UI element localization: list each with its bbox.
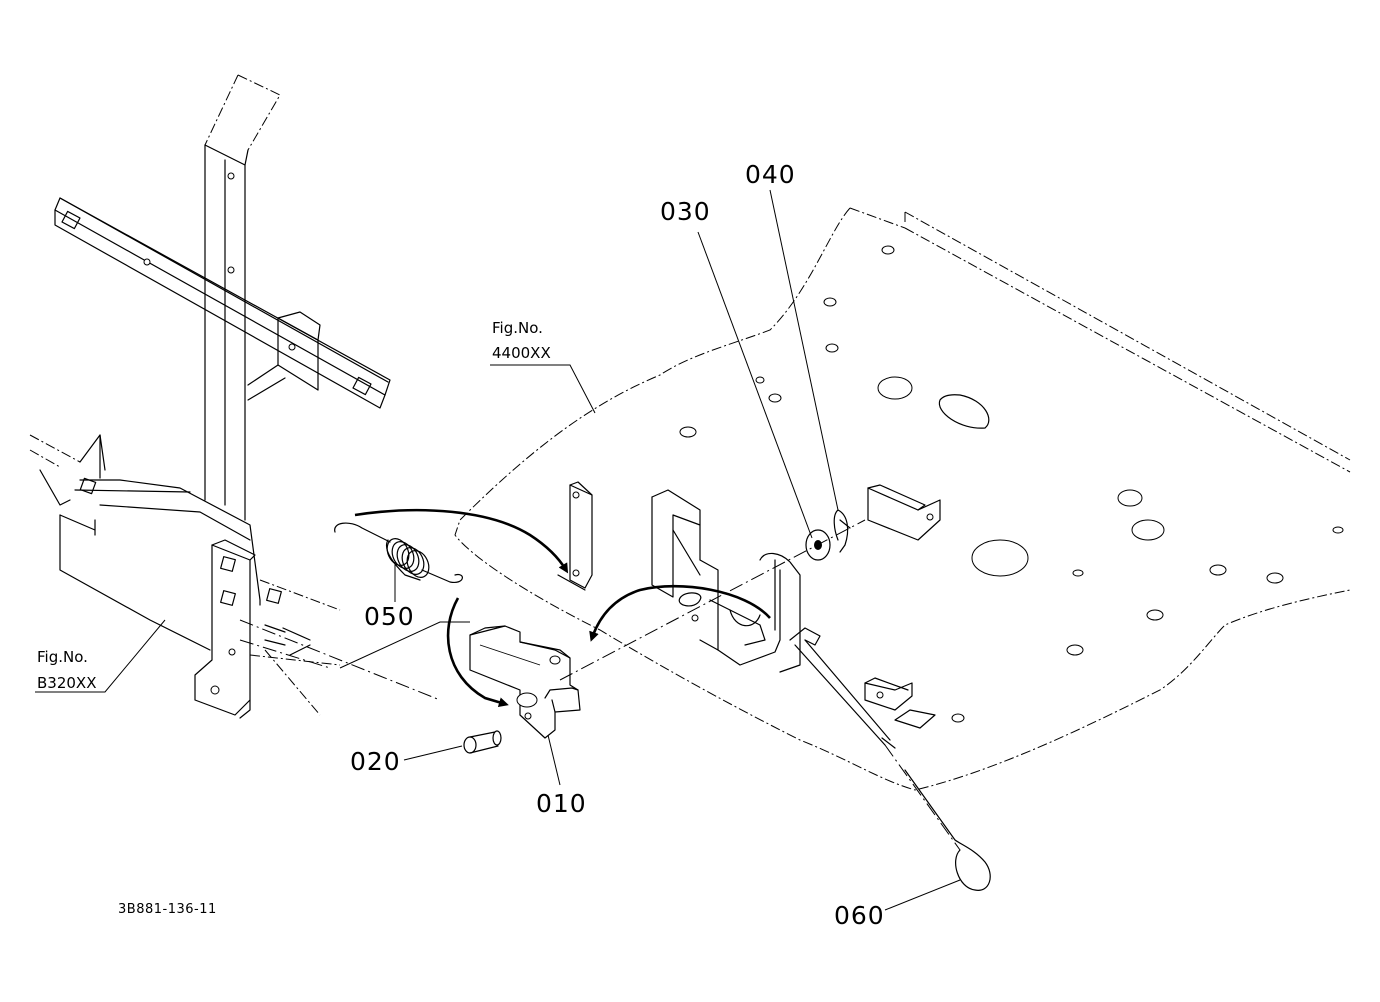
callout-leaders: [339, 189, 961, 911]
figure-ref-left: Fig.No. B320XX: [35, 619, 166, 693]
part-010-lever: [469, 625, 581, 739]
left-frame-assembly: [29, 74, 441, 719]
part-040-pin: [833, 509, 851, 553]
callout-020: 020: [350, 747, 401, 776]
callout-060: 060: [834, 901, 885, 930]
part-030-washer: [805, 529, 831, 561]
assembly-arrows: [354, 508, 771, 708]
callout-030: 030: [660, 197, 711, 226]
diagram-code: 3B881-136-11: [118, 902, 217, 917]
figure-ref-center: Fig.No. 4400XX: [490, 319, 596, 414]
figure-ref-center-label: Fig.No.: [492, 319, 543, 337]
figure-ref-left-number: B320XX: [37, 674, 96, 692]
figure-ref-center-number: 4400XX: [492, 344, 551, 362]
callout-050: 050: [364, 602, 415, 631]
part-050-spring: [334, 522, 463, 584]
part-020-pin: [463, 730, 502, 754]
part-060-rod: [789, 627, 991, 891]
floor-plate: [454, 207, 1351, 791]
callout-labels: 010 020 030 040 050 060: [350, 160, 885, 930]
callout-010: 010: [536, 789, 587, 818]
lock-bracket: [559, 489, 866, 681]
figure-ref-left-label: Fig.No.: [37, 648, 88, 666]
callout-040: 040: [745, 160, 796, 189]
